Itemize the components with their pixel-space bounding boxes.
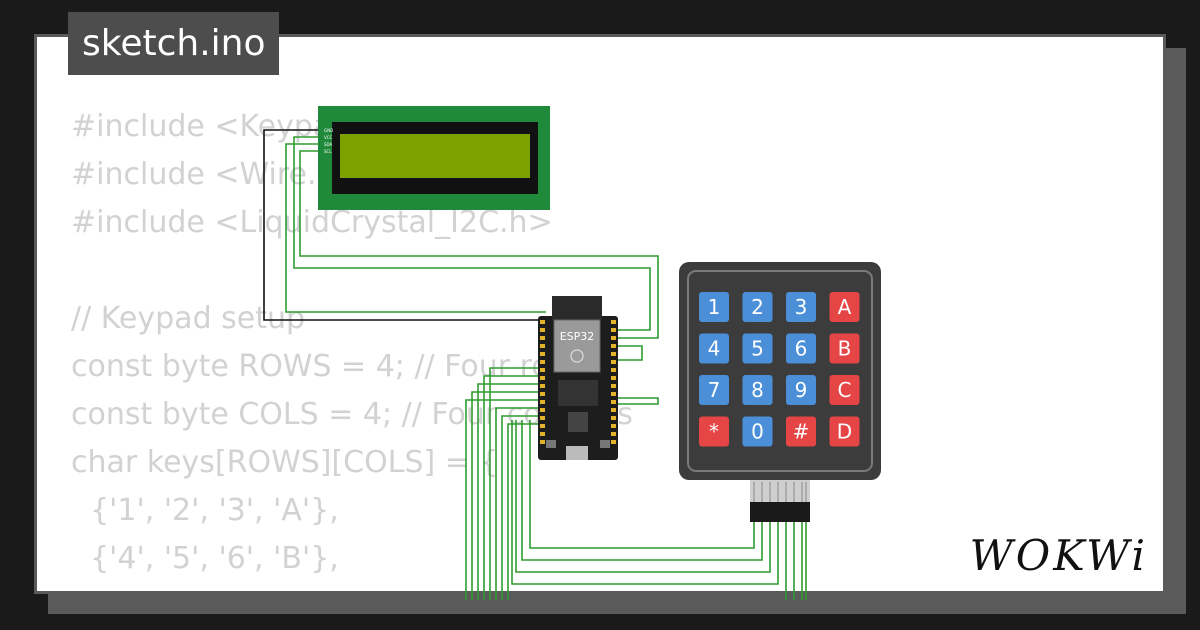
gnd-wire[interactable]: [263, 129, 546, 321]
keypad-key-label: 6: [795, 337, 808, 361]
keypad-key-label: #: [793, 420, 810, 444]
lcd-screen: [340, 134, 530, 178]
keypad-key-label: B: [838, 337, 852, 361]
code-line: {'1', '2', '3', 'A'},: [71, 493, 339, 528]
ribbon-lines: [753, 482, 807, 502]
short-wire[interactable]: [610, 345, 643, 361]
keypad-key-6[interactable]: [786, 333, 816, 364]
keypad-key-label: 8: [751, 378, 764, 402]
keypad-key-D[interactable]: [829, 416, 860, 447]
keypad-key-9[interactable]: [786, 375, 816, 405]
keypad-key-0[interactable]: [742, 416, 773, 447]
code-line: #include <LiquidCrystal_I2C.h>: [71, 205, 553, 240]
sda-wire[interactable]: [285, 143, 546, 313]
keypad-key-3[interactable]: [786, 292, 816, 322]
keypad-key-label: 0: [751, 420, 764, 444]
lcd-pin-gnd: GND: [324, 128, 333, 133]
lcd-display[interactable]: GND VCC SDA SCL: [318, 106, 550, 210]
keypad-key-label: 3: [795, 295, 808, 319]
keypad-key-A[interactable]: [829, 292, 860, 322]
lcd-pin-scl: SCL: [324, 149, 332, 154]
file-name-tag[interactable]: sketch.ino: [68, 12, 280, 75]
lcd-pin-sda: SDA: [324, 142, 333, 147]
lcd-pin-vcc: VCC: [324, 135, 333, 140]
keypad-connector: [750, 502, 810, 522]
keypad-key-7[interactable]: [699, 375, 729, 405]
esp32-chip: [558, 380, 598, 406]
code-line: // Keypad setup: [71, 301, 306, 336]
code-line: {'7', '8', '9', 'C'},: [71, 583, 633, 591]
keypad-key-2[interactable]: [742, 292, 773, 322]
keypad-key-label: 1: [708, 295, 721, 319]
right-wire[interactable]: [610, 397, 659, 405]
keypad-key-8[interactable]: [742, 375, 773, 405]
esp32-label: ESP32: [560, 330, 595, 343]
keypad-key-5[interactable]: [742, 333, 773, 364]
esp32-antenna: [552, 296, 602, 320]
keypad-key-label: D: [837, 420, 852, 444]
keypad-key-1[interactable]: [699, 292, 729, 322]
membrane-keypad[interactable]: 1 2 3 A 4 5 6 B 7 8 9 C * 0 # D: [679, 262, 881, 522]
keypad-key-label: 9: [795, 378, 808, 402]
keypad-key-label: 4: [708, 337, 721, 361]
keypad-key-label: C: [838, 378, 852, 402]
reset-button[interactable]: [600, 440, 610, 448]
vcc-wire[interactable]: [293, 136, 651, 331]
code-line: {'4', '5', '6', 'B'},: [71, 541, 339, 576]
esp32-module: [553, 319, 601, 373]
code-line: const byte ROWS = 4; // Four rows: [71, 349, 590, 384]
keypad-key-label: 7: [708, 378, 721, 402]
wokwi-logo: WOKWi: [969, 531, 1148, 580]
esp32-pins: [540, 320, 616, 444]
keypad-key-4[interactable]: [699, 333, 729, 364]
boot-button[interactable]: [546, 440, 556, 448]
keypad-key-C[interactable]: [829, 375, 860, 405]
scl-wire[interactable]: [299, 150, 659, 339]
esp32-regulator: [568, 412, 588, 432]
keypad-key-label: A: [838, 295, 852, 319]
keypad-key-label: 5: [751, 337, 764, 361]
keypad-border: [687, 270, 873, 472]
wifi-icon: [570, 349, 584, 363]
usb-port[interactable]: [566, 446, 588, 460]
wires: [263, 129, 807, 600]
keypad-ribbon: [750, 480, 810, 504]
esp32-board[interactable]: ESP32: [538, 296, 618, 460]
keypad-key-label: 2: [751, 295, 764, 319]
keypad-keys: 1 2 3 A 4 5 6 B 7 8 9 C * 0 # D: [699, 292, 860, 447]
keypad-key-label: *: [709, 420, 719, 444]
keypad-key-*[interactable]: [699, 416, 729, 447]
keypad-key-#[interactable]: [786, 416, 816, 447]
keypad-key-B[interactable]: [829, 333, 860, 364]
code-line: char keys[ROWS][COLS] = {: [71, 445, 499, 480]
